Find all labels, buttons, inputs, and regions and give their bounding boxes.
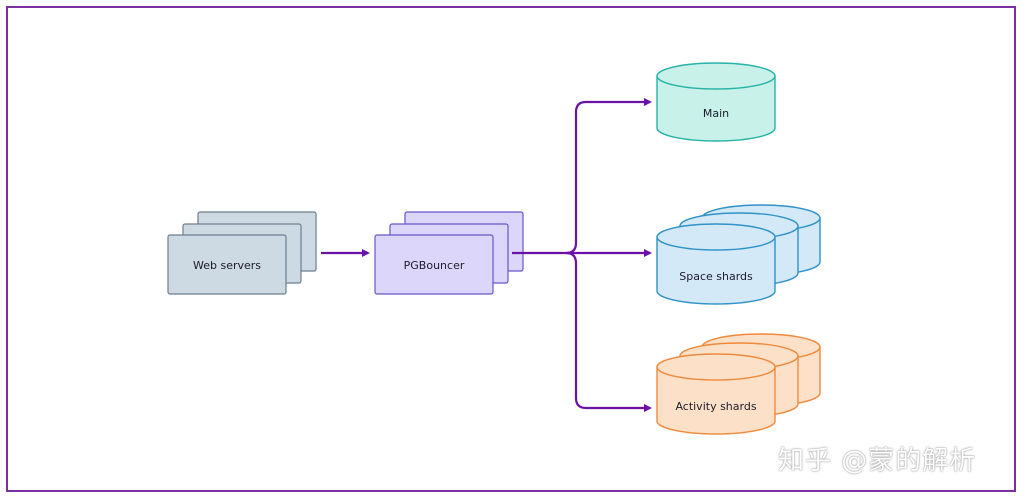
web-servers-node: Web servers bbox=[167, 211, 317, 295]
main-database-cylinder: Main bbox=[656, 62, 776, 142]
arrow-to-activity-shards bbox=[565, 251, 652, 412]
web-servers-label: Web servers bbox=[193, 259, 261, 272]
space-shard-front bbox=[656, 223, 776, 305]
activity-shards-label: Activity shards bbox=[675, 400, 756, 413]
pgbouncer-node: PGBouncer bbox=[374, 211, 524, 295]
activity-shard-front bbox=[656, 353, 776, 435]
activity-shards-cylinders: Activity shards bbox=[656, 333, 821, 435]
watermark-text: 知乎 @蒙的解析 bbox=[778, 446, 977, 476]
main-label: Main bbox=[703, 107, 729, 120]
pgbouncer-card-front bbox=[374, 234, 494, 295]
pgbouncer-label: PGBouncer bbox=[404, 259, 465, 272]
web-server-card-front bbox=[167, 234, 287, 295]
arrow-to-main bbox=[565, 98, 652, 255]
space-shards-cylinders: Space shards bbox=[656, 204, 821, 305]
space-shards-label: Space shards bbox=[679, 270, 753, 283]
diagram-frame bbox=[6, 6, 1016, 492]
connection-arrows bbox=[321, 98, 652, 412]
